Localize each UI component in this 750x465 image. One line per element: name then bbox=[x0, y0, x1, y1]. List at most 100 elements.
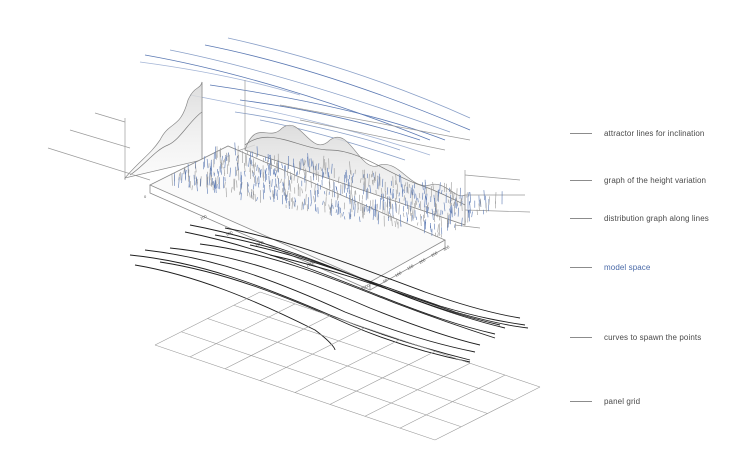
model-point bbox=[344, 184, 346, 190]
model-point bbox=[373, 177, 376, 181]
model-point bbox=[360, 178, 362, 183]
spawn-curve bbox=[169, 247, 481, 346]
model-point bbox=[284, 188, 287, 198]
model-point bbox=[422, 182, 424, 191]
model-point bbox=[454, 212, 456, 216]
model-point bbox=[240, 192, 242, 201]
model-point bbox=[454, 197, 457, 209]
model-point bbox=[440, 234, 442, 238]
model-point bbox=[263, 171, 265, 179]
model-point bbox=[320, 167, 322, 171]
model-point bbox=[276, 183, 278, 189]
model-point bbox=[305, 180, 307, 192]
model-point bbox=[466, 192, 468, 198]
model-point bbox=[369, 184, 371, 193]
model-point bbox=[213, 172, 215, 177]
model-point bbox=[406, 200, 408, 209]
model-point bbox=[240, 175, 242, 185]
model-point bbox=[296, 205, 298, 211]
model-point bbox=[276, 189, 278, 196]
model-point bbox=[453, 191, 455, 201]
model-point bbox=[337, 203, 339, 215]
model-point bbox=[264, 169, 266, 182]
model-point bbox=[478, 203, 480, 211]
model-point bbox=[244, 170, 246, 177]
model-point bbox=[398, 192, 400, 197]
model-point bbox=[269, 196, 271, 200]
model-point bbox=[317, 183, 319, 195]
model-point bbox=[396, 183, 399, 195]
legend-label: graph of the height variation bbox=[604, 175, 707, 185]
model-point bbox=[253, 183, 255, 190]
model-point bbox=[357, 201, 359, 213]
model-point bbox=[351, 176, 353, 182]
model-point bbox=[354, 202, 356, 206]
model-point bbox=[312, 161, 314, 168]
model-point bbox=[374, 204, 377, 218]
model-point bbox=[301, 202, 303, 206]
panel-grid-line bbox=[181, 331, 462, 428]
model-point bbox=[257, 182, 260, 188]
model-point bbox=[310, 189, 312, 202]
model-point bbox=[449, 199, 452, 207]
model-point bbox=[376, 203, 378, 211]
model-point bbox=[425, 186, 427, 195]
model-point bbox=[335, 186, 337, 191]
long-edge-tick: 1000 bbox=[254, 239, 265, 248]
model-point bbox=[468, 192, 470, 197]
model-point bbox=[293, 169, 295, 181]
model-point bbox=[171, 173, 173, 186]
model-point bbox=[218, 177, 221, 190]
model-point bbox=[376, 209, 378, 221]
model-point bbox=[234, 178, 236, 191]
model-point bbox=[395, 202, 397, 212]
model-point bbox=[424, 182, 426, 194]
model-point bbox=[304, 160, 306, 166]
model-point bbox=[203, 156, 206, 168]
model-point bbox=[236, 155, 238, 161]
model-point bbox=[217, 168, 219, 174]
model-point bbox=[373, 172, 375, 179]
short-edge-tick: 200 bbox=[418, 257, 427, 265]
spawn-curve bbox=[144, 249, 476, 353]
model-point bbox=[224, 182, 226, 188]
model-point bbox=[251, 151, 253, 157]
model-point bbox=[459, 199, 462, 207]
model-point bbox=[437, 232, 439, 237]
model-point bbox=[348, 212, 351, 220]
model-point bbox=[351, 199, 353, 213]
model-point bbox=[437, 224, 439, 233]
model-point bbox=[354, 203, 356, 217]
model-point bbox=[415, 193, 417, 201]
model-point bbox=[396, 218, 398, 225]
model-point bbox=[239, 191, 241, 196]
model-point bbox=[273, 168, 276, 176]
model-point bbox=[409, 183, 411, 189]
model-point bbox=[274, 172, 276, 178]
model-point bbox=[294, 197, 296, 203]
model-point bbox=[200, 176, 202, 187]
model-point bbox=[417, 222, 419, 226]
model-point bbox=[220, 162, 222, 169]
model-point bbox=[188, 175, 191, 188]
panel-grid bbox=[154, 291, 541, 441]
model-point bbox=[331, 163, 333, 174]
model-point bbox=[410, 187, 412, 199]
model-point bbox=[449, 208, 451, 213]
legend-item: model space bbox=[570, 260, 650, 274]
model-point bbox=[225, 154, 227, 161]
attractor-line bbox=[204, 44, 471, 131]
model-point bbox=[457, 207, 459, 217]
attractor-line bbox=[239, 99, 421, 141]
model-point bbox=[364, 206, 366, 212]
model-point bbox=[413, 189, 415, 199]
model-point bbox=[260, 169, 262, 178]
long-edge-tick: 500 bbox=[225, 229, 234, 237]
model-point bbox=[400, 214, 402, 227]
model-point bbox=[392, 188, 394, 199]
model-point bbox=[217, 176, 219, 185]
model-point bbox=[366, 204, 368, 212]
model-point bbox=[411, 206, 413, 215]
model-point bbox=[271, 179, 273, 187]
model-point bbox=[283, 183, 285, 196]
